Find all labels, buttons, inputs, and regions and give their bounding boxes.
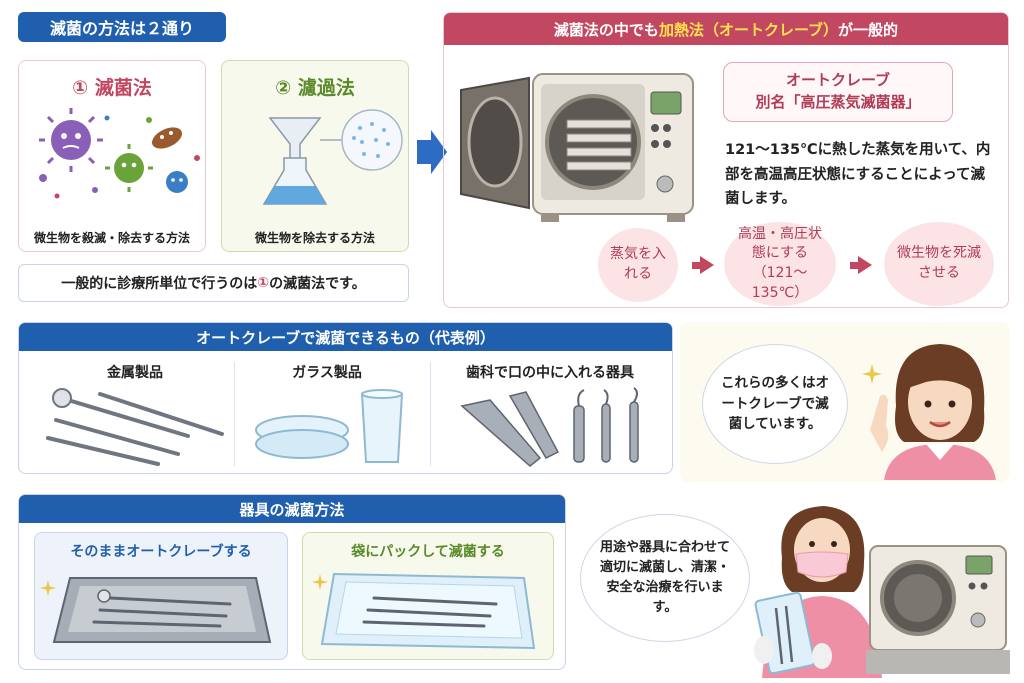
staff-avatar-2 (754, 506, 882, 678)
sparkle-icon (312, 574, 328, 590)
step-kill: 微生物を死滅させる (884, 222, 994, 306)
note-text-before: 一般的に診療所単位で行うのは (61, 276, 258, 292)
sparkle-icon (40, 580, 56, 596)
autoclave-name-box: オートクレーブ 別名「高圧蒸気滅菌器」 (723, 62, 953, 122)
autoclave-door-icon (460, 76, 530, 210)
assistant-speech-1: これらの多くはオートクレーブで滅菌しています。 (702, 344, 848, 464)
note-mark: ① (257, 275, 270, 291)
sterilization-title: ① 滅菌法 (72, 77, 152, 99)
step-steam: 蒸気を入れる (598, 228, 678, 302)
filtration-card: ② 濾過法 微生物を除去する方法 (221, 60, 409, 252)
packed-method-label: 袋にパックして滅菌する (351, 544, 505, 560)
virus-icon (39, 108, 103, 172)
autoclave-description: 121〜135℃に熱した蒸気を用いて、内部を高温高圧状態にすることによって滅菌し… (725, 142, 991, 208)
bacteria-icon (152, 127, 182, 149)
autoclave-small-illustration (866, 545, 1010, 674)
sparkle-icon (862, 364, 882, 384)
autoclave-header: 滅菌法の中でも 加熱法（オートクレーブ） が一般的 (444, 13, 1008, 45)
category-dental: 歯科で口の中に入れる器具 (466, 365, 634, 381)
dental-tools-illustration (460, 387, 639, 467)
metal-instruments-illustration (46, 388, 224, 466)
category-metal: 金属製品 (107, 365, 163, 381)
category-glass: ガラス製品 (292, 365, 362, 381)
step-arrow-1 (692, 256, 714, 274)
filter-membrane-icon (341, 109, 403, 171)
autoclave-panel: 滅菌法の中でも 加熱法（オートクレーブ） が一般的 (443, 12, 1009, 308)
step-arrow-2 (850, 256, 872, 274)
flask-icon (262, 157, 328, 205)
face-mask-icon (795, 551, 849, 578)
tray-rack-icon (566, 119, 632, 171)
divider (430, 362, 431, 466)
small-virus-icon (166, 171, 188, 193)
filtration-caption: 微生物を除去する方法 (254, 231, 375, 245)
assistant-speech-2: 用途や器具に合わせて適切に滅菌し、清潔・安全な治療を行います。 (580, 514, 750, 642)
divider (234, 362, 235, 466)
direct-method-label: そのままオートクレーブする (70, 544, 252, 560)
tray-with-instruments-illustration (52, 577, 272, 643)
tools-method-panel: 器具の滅菌方法 (18, 494, 566, 670)
autoclave-name-line2: 別名「高圧蒸気滅菌器」 (755, 93, 921, 111)
sterilization-card: ① 滅菌法 (18, 60, 206, 252)
petri-dish-icon (255, 415, 349, 459)
sterilization-caption: 微生物を殺滅・除去する方法 (33, 231, 190, 245)
germ-icon (105, 144, 153, 192)
items-header: オートクレーブで滅菌できるもの（代表例） (19, 323, 672, 351)
staff-avatar-1 (870, 344, 996, 480)
filter-flask-illustration (262, 109, 403, 205)
funnel-icon (268, 117, 322, 161)
methods-header: 滅菌の方法は２通り (18, 12, 226, 42)
items-panel: オートクレーブで滅菌できるもの（代表例） (18, 322, 673, 474)
sterilization-pouch-illustration (320, 572, 536, 650)
tools-method-header: 器具の滅菌方法 (19, 495, 565, 523)
note-text-after: の滅菌法です。 (269, 276, 366, 292)
autoclave-name-line1: オートクレーブ (785, 71, 891, 90)
glass-cup-icon (360, 389, 404, 463)
step-pressure: 高温・高圧状態にする（121〜135℃） (724, 222, 836, 306)
filtration-title: ② 濾過法 (275, 77, 355, 99)
method-note: 一般的に診療所単位で行うのは ① の滅菌法です。 (18, 264, 409, 302)
glass-items-illustration (255, 389, 404, 463)
autoclave-machine-illustration (460, 73, 694, 222)
microbes-illustration (39, 108, 200, 199)
arrow-right-icon (417, 130, 447, 174)
